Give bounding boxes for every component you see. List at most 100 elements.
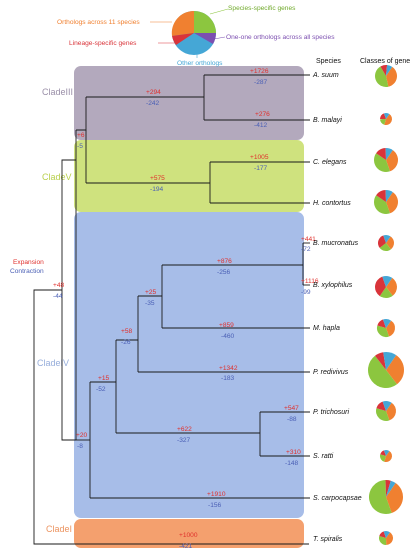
pie-slice: [386, 192, 398, 214]
clade-v-box: [74, 140, 304, 212]
pie-slice: [386, 320, 396, 337]
expansion-label: Expansion: [13, 259, 44, 266]
clade-iii-label: CladeIII: [42, 87, 73, 97]
pie-slice: [382, 400, 392, 411]
tip-gain: +1005: [250, 154, 269, 161]
pie-slice: [380, 64, 388, 76]
pie-slice: [386, 277, 398, 296]
species-name: B. mucronatus: [313, 240, 359, 247]
tree-branches: [33, 74, 310, 545]
tip-loss: -148: [285, 460, 299, 467]
tip-gain: +310: [286, 449, 301, 456]
strong-gain: +622: [177, 426, 192, 433]
bursa-gain: +876: [217, 258, 232, 265]
pie-slice: [383, 531, 390, 538]
pie-slice: [386, 65, 393, 76]
species-name: M. hapla: [313, 325, 340, 332]
pie-slice: [379, 531, 386, 538]
clade-iv-label: CladeIV: [37, 358, 69, 368]
tip-gain: +276: [255, 111, 270, 118]
pie-slice: [375, 276, 386, 297]
pie-slice: [383, 234, 391, 243]
pie-slice: [384, 114, 393, 126]
tylench-loss: -52: [96, 386, 106, 393]
legend-lineage-specific: Lineage-specific genes: [69, 40, 137, 47]
pie-slice: [376, 401, 386, 411]
root-loss: -44: [53, 293, 63, 300]
pie-slice: [386, 66, 397, 87]
pie-slice: [386, 150, 398, 172]
clade3-loss: -242: [146, 100, 160, 107]
tip-loss: -99: [301, 289, 311, 296]
species-name: C. elegans: [313, 159, 347, 166]
tip-loss: -177: [254, 165, 268, 172]
clade-v-label: CladeV: [42, 172, 72, 182]
tip-loss: -287: [254, 79, 268, 86]
pie-slice: [385, 147, 393, 160]
clade4-gain: +20: [76, 432, 88, 439]
species-name: P. redivivus: [313, 369, 349, 376]
strong-loss: -327: [177, 437, 191, 444]
legend-orthologs-11: Orthologs across 11 species: [57, 19, 140, 26]
pie-slice: [385, 480, 391, 497]
pie-slice: [386, 236, 395, 250]
bursa-mh-loss: -35: [145, 300, 155, 307]
species-name: B. xylophilus: [313, 282, 353, 289]
clade3-5-loss: -5: [77, 143, 83, 150]
species-header: Species: [316, 58, 341, 65]
pie-slice: [374, 195, 391, 214]
pie-slice: [386, 355, 405, 385]
species-name: B. malayi: [313, 117, 342, 124]
species-name: S. carpocapsae: [313, 495, 362, 502]
pie-slice: [382, 276, 393, 287]
classes-header: Classes of gene: [360, 58, 410, 65]
tip-loss: -183: [221, 375, 235, 382]
clade3-gain: +294: [146, 89, 161, 96]
pie-slice: [379, 287, 393, 299]
tip-gain: +1910: [207, 491, 226, 498]
pie-slice: [377, 319, 386, 328]
pie-slice: [386, 480, 396, 497]
pie-slice: [383, 450, 390, 456]
clade3-5-gain: +6: [77, 132, 85, 139]
tip-gain: +547: [284, 405, 299, 412]
pie-slice: [383, 113, 390, 119]
tip-loss: -412: [254, 122, 268, 129]
bursa-mh-pr-gain: +58: [121, 328, 133, 335]
pie-slice: [385, 189, 393, 202]
legend-species-specific: Species-specific genes: [228, 5, 296, 12]
clade-iv-box: [74, 212, 304, 518]
pie-slice: [376, 408, 390, 421]
tip-gain: +1116: [301, 278, 319, 285]
tip-gain: +859: [219, 322, 234, 329]
clade-iii-box: [74, 66, 304, 140]
pie-slice: [378, 536, 387, 546]
pie-slice: [377, 235, 386, 248]
tip-gain: +1342: [219, 365, 238, 372]
pie-slice: [380, 119, 386, 125]
tip-loss: -421: [179, 543, 193, 550]
pie-slice: [374, 66, 389, 88]
legend-other: Other orthologs: [177, 60, 223, 67]
pie-slice: [376, 190, 386, 202]
legend-pie: [171, 10, 216, 55]
tip-loss: -156: [208, 502, 222, 509]
pie-slice: [386, 482, 403, 514]
clade-i-label: CladeI: [46, 524, 72, 534]
tip-gain: +1726: [250, 68, 269, 75]
root-gain: +48: [53, 282, 65, 289]
clade-i-box: [74, 519, 304, 548]
species-name: T. spiralis: [313, 536, 343, 543]
bursa-mh-gain: +25: [145, 289, 157, 296]
tip-gain: +1000: [179, 532, 198, 539]
tip-gain: +441: [301, 236, 316, 243]
clade5-gain: +575: [150, 175, 165, 182]
pie-slice: [379, 243, 391, 252]
species-name: P. trichosuri: [313, 409, 349, 416]
legend-one-one: One-one orthologs across all species: [226, 34, 335, 41]
tip-loss: -72: [301, 246, 311, 253]
pie-slice: [382, 318, 392, 328]
pie-slice: [376, 148, 386, 160]
